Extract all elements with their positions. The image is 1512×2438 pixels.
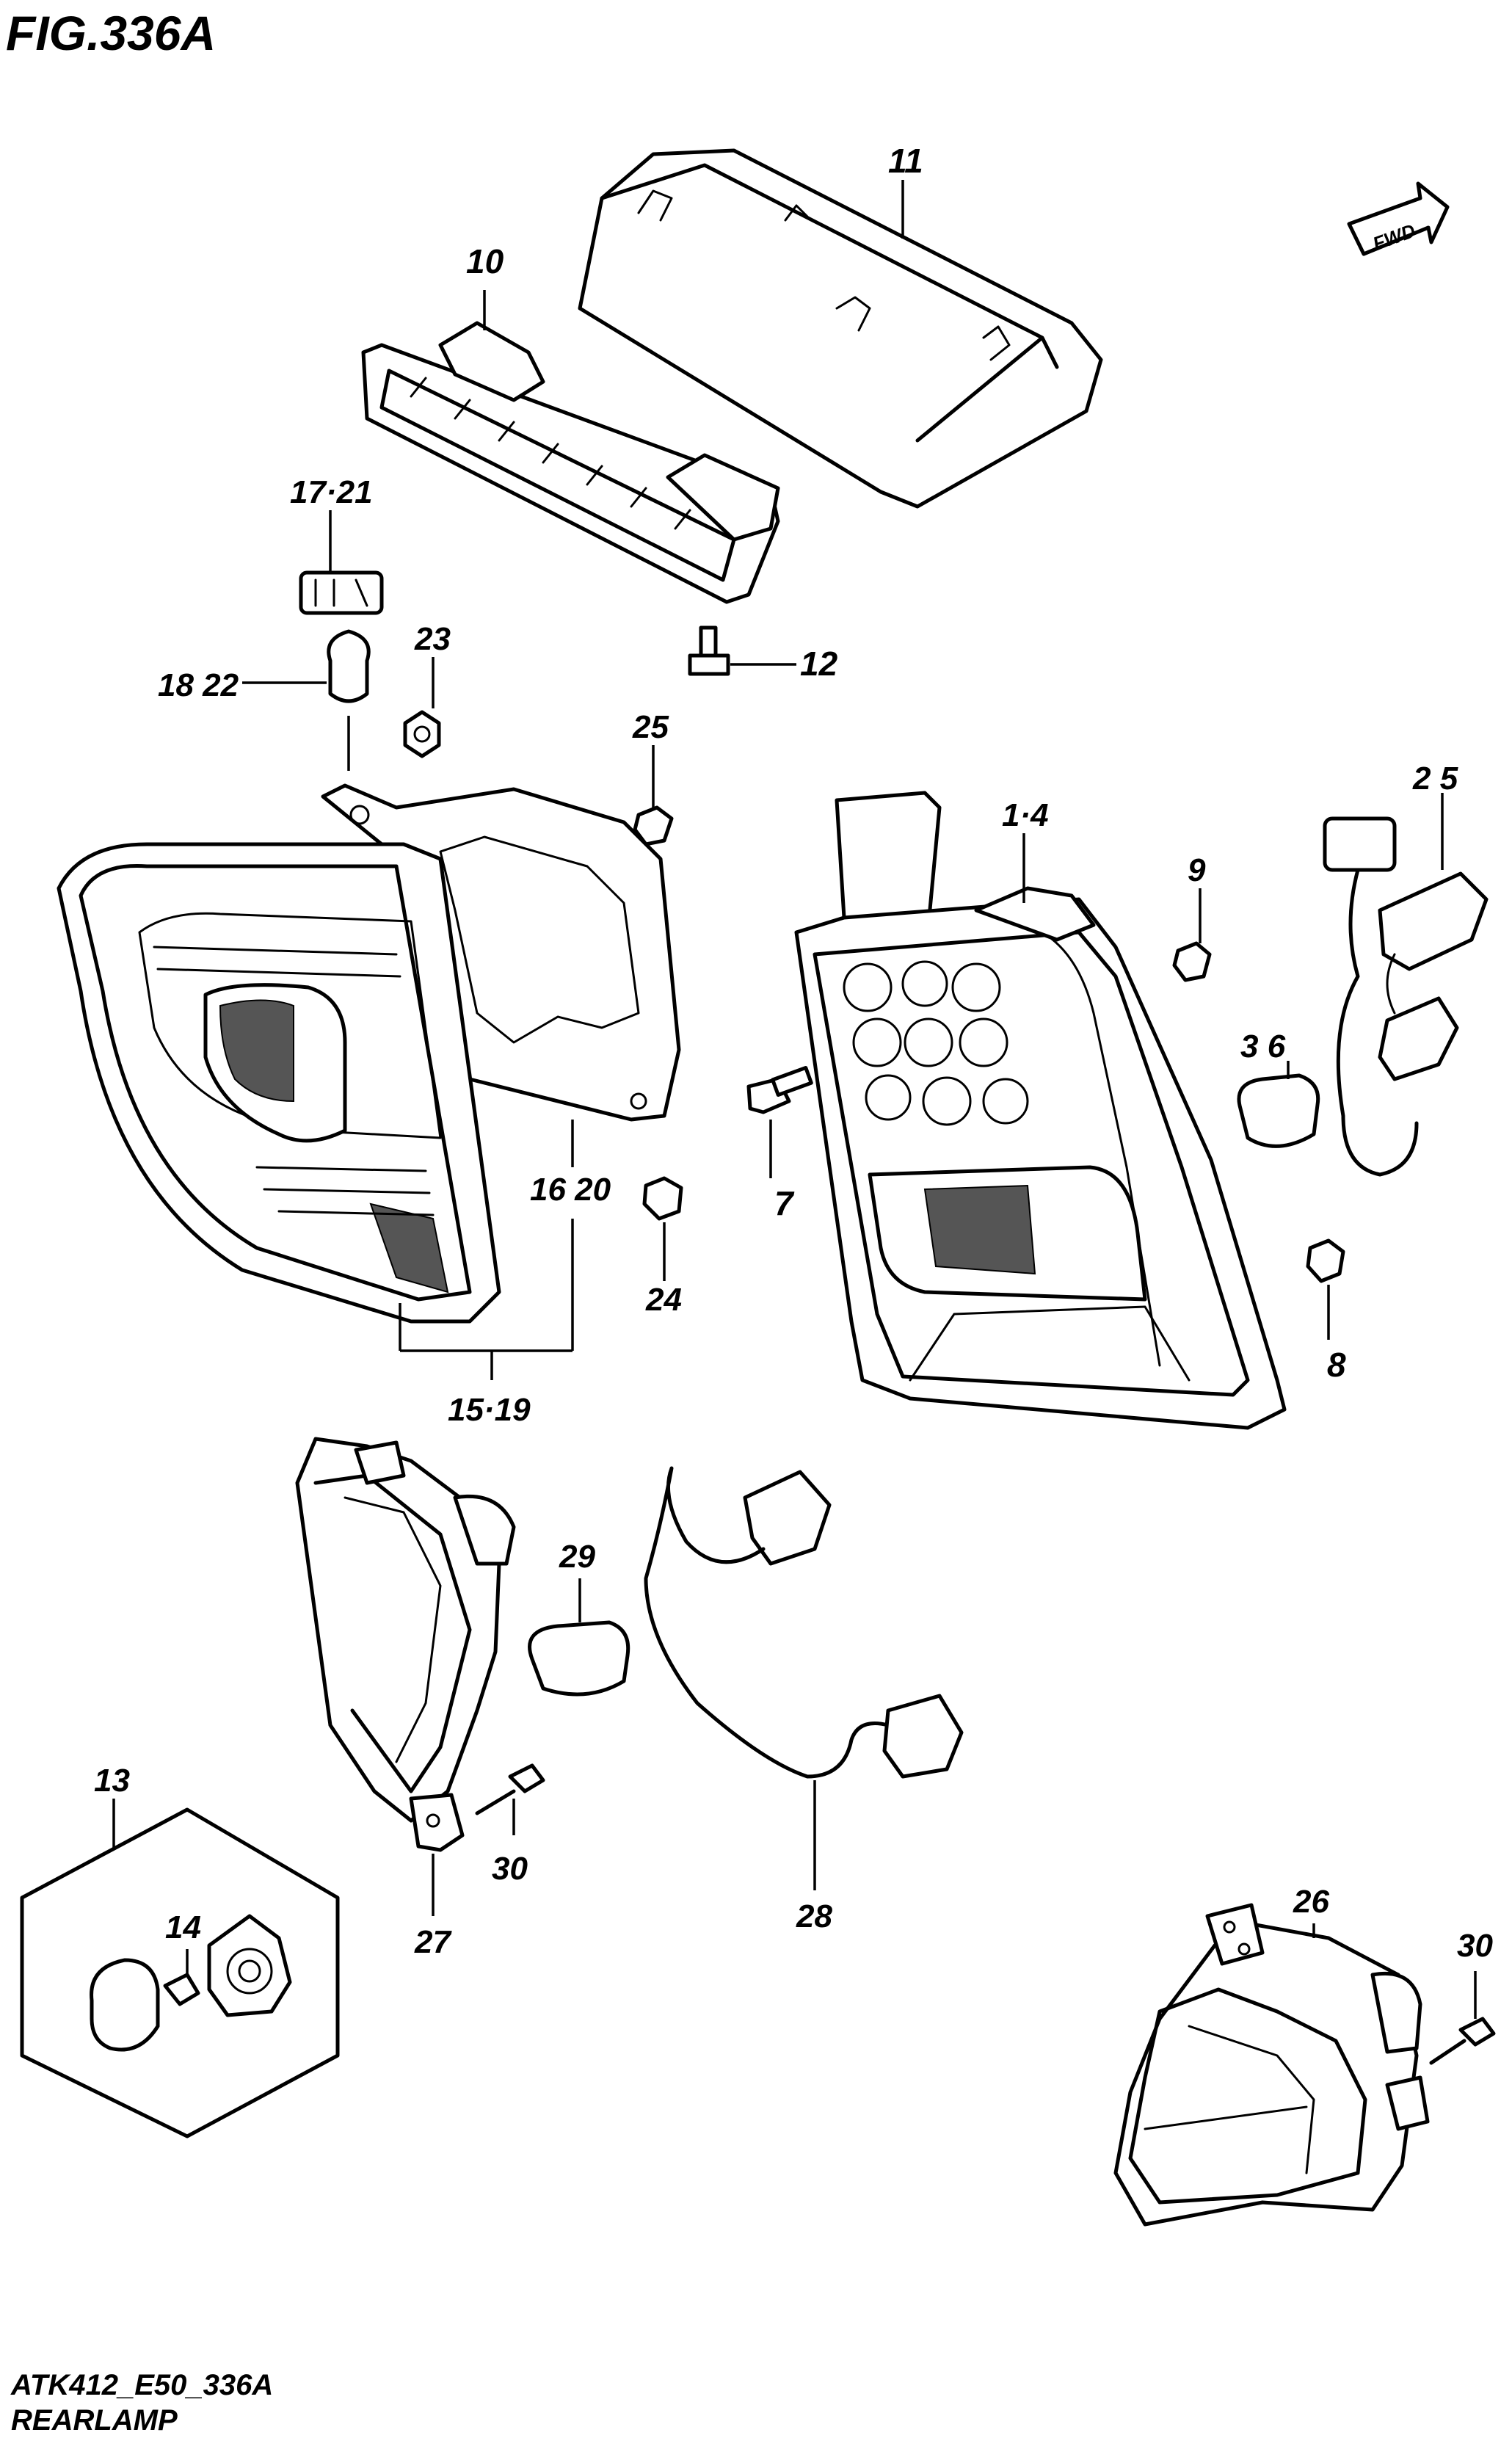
callout-14: 14 xyxy=(165,1909,201,1945)
callout-24: 24 xyxy=(645,1282,682,1318)
part-8-clip xyxy=(1306,1238,1345,1283)
callout-8: 8 xyxy=(1327,1346,1346,1384)
lamp-cells-icon xyxy=(843,960,1029,1126)
callout-30-right: 30 xyxy=(1457,1928,1493,1964)
callout-13: 13 xyxy=(94,1763,130,1799)
figure-name: REARLAMP xyxy=(11,2404,178,2437)
callout-3-6: 3 6 xyxy=(1240,1028,1286,1064)
part-13-license-lamp-kit xyxy=(20,1807,340,2138)
part-3-bulb xyxy=(1237,1073,1320,1148)
part-17-socket xyxy=(299,570,384,615)
part-9-clip xyxy=(1172,941,1212,982)
part-29-bulb xyxy=(528,1620,630,1697)
callout-27: 27 xyxy=(414,1924,452,1960)
callout-11: 11 xyxy=(888,142,923,180)
callout-2-5: 2 5 xyxy=(1412,761,1458,797)
callout-25: 25 xyxy=(632,709,669,745)
part-2-socket-harness xyxy=(1323,816,1489,1177)
callout-9: 9 xyxy=(1188,852,1206,888)
part-14-bulb xyxy=(163,1973,200,2006)
callout-17-21: 17·21 xyxy=(290,474,373,510)
figure-code: ATK412_E50_336A xyxy=(10,2369,273,2401)
leader-lines xyxy=(112,180,1477,2019)
figure-title: FIG.336A xyxy=(6,6,216,60)
part-10-stop-lamp xyxy=(361,321,780,604)
callout-7: 7 xyxy=(774,1184,795,1222)
part-25-clip xyxy=(633,805,674,846)
callout-16-20: 16 20 xyxy=(530,1172,611,1208)
part-12-screw xyxy=(688,625,730,676)
part-11-cover xyxy=(578,148,1103,509)
callout-12: 12 xyxy=(800,645,838,683)
callout-28: 28 xyxy=(796,1898,832,1934)
part-30-screw-right xyxy=(1429,2017,1496,2065)
callout-18-22: 18 22 xyxy=(158,667,239,703)
callout-10: 10 xyxy=(466,242,504,280)
part-30-screw-left xyxy=(475,1763,545,1815)
callout-26: 26 xyxy=(1293,1884,1329,1920)
part-1-rear-combination-lamp xyxy=(794,791,1287,1430)
part-28-harness xyxy=(644,1466,964,1779)
callout-23: 23 xyxy=(414,621,451,657)
callout-29: 29 xyxy=(559,1539,595,1575)
callout-30-left: 30 xyxy=(492,1851,528,1887)
part-27-side-lamp xyxy=(295,1437,516,1852)
part-23-nut xyxy=(403,710,441,758)
callout-labels: 11 10 17·21 18 22 23 12 25 1·4 2 5 9 3 6… xyxy=(94,142,1493,1964)
callout-15-19: 15·19 xyxy=(448,1392,531,1428)
fwd-arrow-icon: FWD xyxy=(1347,181,1450,256)
part-24-clip xyxy=(642,1176,683,1221)
part-15-inner-rear-lamp xyxy=(57,842,501,1324)
part-18-bulb xyxy=(327,629,371,703)
callout-1-4: 1·4 xyxy=(1002,797,1049,833)
fwd-label: FWD xyxy=(1370,220,1418,255)
part-26-rear-reflector-lamp xyxy=(1113,1903,1430,2227)
part-7-screw xyxy=(746,1065,813,1114)
